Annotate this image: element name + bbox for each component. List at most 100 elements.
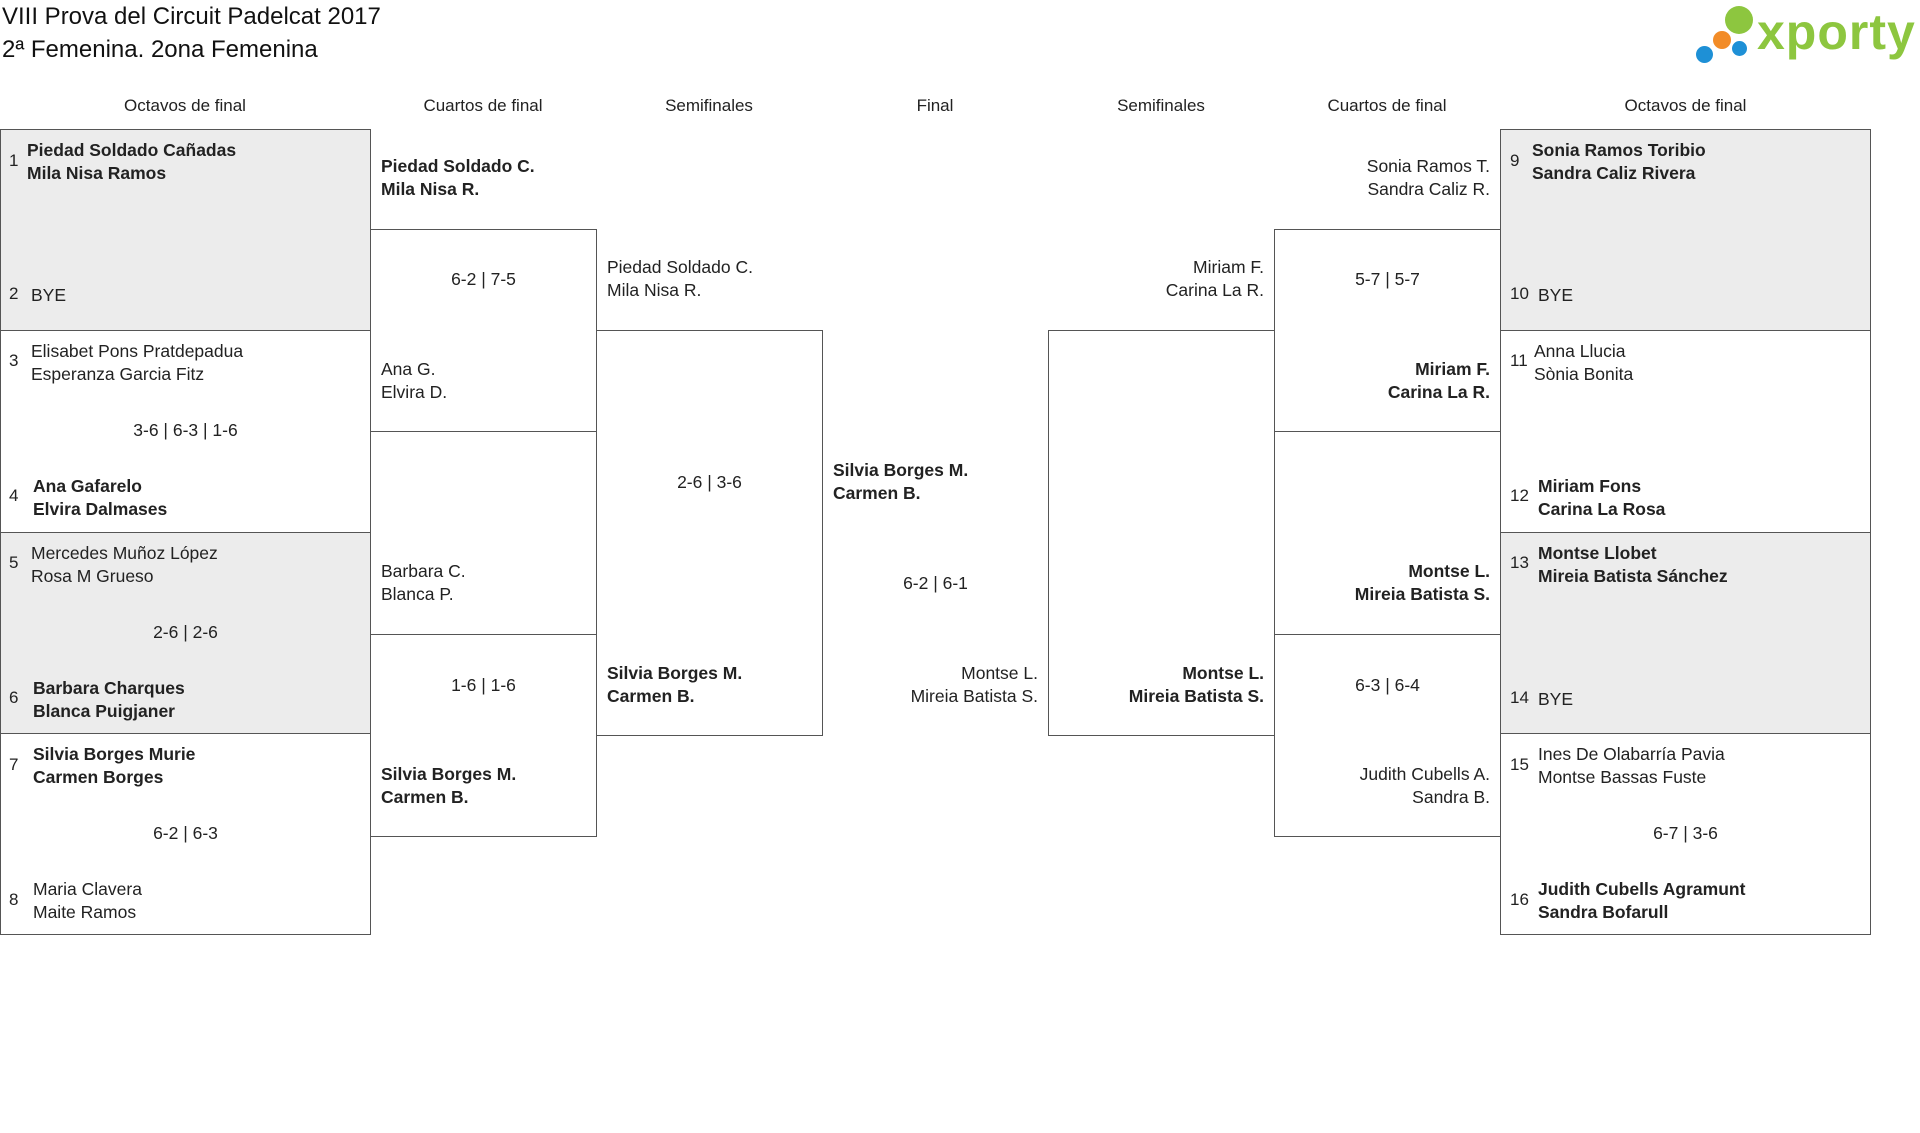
logo-dot-blue-2 bbox=[1732, 41, 1747, 56]
player-name: Piedad Soldado Cañadas bbox=[27, 140, 237, 160]
player-name: Sandra Caliz Rivera bbox=[1532, 163, 1696, 183]
match-score: 6-2 | 6-3 bbox=[153, 823, 218, 843]
match-score: 1-6 | 1-6 bbox=[451, 675, 516, 695]
match-score: 5-7 | 5-7 bbox=[1355, 269, 1420, 289]
seed-number: 9 bbox=[1510, 151, 1520, 170]
player-name: Montse Bassas Fuste bbox=[1538, 767, 1707, 787]
seed-number: 5 bbox=[9, 553, 19, 572]
bye-label: BYE bbox=[1538, 689, 1574, 709]
match-score: 6-2 | 6-1 bbox=[903, 573, 968, 593]
seed-number: 6 bbox=[9, 688, 19, 707]
player-name: Maria Clavera bbox=[33, 879, 142, 899]
match-score: 3-6 | 6-3 | 1-6 bbox=[133, 420, 238, 440]
player-name: Silvia Borges Murie bbox=[33, 744, 196, 764]
match-box-sf-r bbox=[1048, 330, 1275, 736]
player-name: Montse Llobet bbox=[1538, 543, 1657, 563]
bye-label: BYE bbox=[1538, 285, 1574, 305]
seed-number: 11 bbox=[1510, 351, 1528, 370]
match-score: 2-6 | 2-6 bbox=[153, 622, 218, 642]
seed-number: 10 bbox=[1510, 284, 1529, 303]
player-name: Rosa M Grueso bbox=[31, 566, 154, 586]
bye-label: BYE bbox=[31, 285, 67, 305]
player-name: Judith Cubells Agramunt bbox=[1538, 879, 1746, 899]
player-name: Piedad Soldado C. bbox=[607, 257, 753, 277]
match-score: 6-7 | 3-6 bbox=[1653, 823, 1718, 843]
seed-number: 15 bbox=[1510, 755, 1529, 774]
seed-number: 13 bbox=[1510, 553, 1529, 572]
player-name: Montse L. bbox=[961, 663, 1038, 683]
player-name: Sònia Bonita bbox=[1534, 364, 1634, 384]
col-final: Final bbox=[916, 96, 954, 115]
match-box-r16-r4 bbox=[1500, 733, 1871, 935]
player-name: Carmen B. bbox=[833, 483, 921, 503]
player-name: Carmen Borges bbox=[33, 767, 164, 787]
player-name: Ana Gafarelo bbox=[33, 476, 142, 496]
player-name: Maite Ramos bbox=[33, 902, 137, 922]
seed-number: 4 bbox=[9, 486, 19, 505]
seed-number: 7 bbox=[9, 755, 19, 774]
player-name: Miriam F. bbox=[1193, 257, 1264, 277]
page-title: VIII Prova del Circuit Padelcat 2017 bbox=[2, 3, 381, 30]
player-name: Miriam F. bbox=[1415, 359, 1490, 379]
logo-dot-orange bbox=[1713, 31, 1731, 49]
player-name: Mila Nisa Ramos bbox=[27, 163, 167, 183]
seed-number: 2 bbox=[9, 284, 19, 303]
player-name: Judith Cubells A. bbox=[1359, 764, 1490, 784]
player-name: Miriam Fons bbox=[1538, 476, 1642, 496]
match-box-r16-l3 bbox=[0, 532, 371, 734]
player-name: Carina La R. bbox=[1387, 382, 1490, 402]
match-box-sf-l bbox=[596, 330, 823, 736]
player-name: Mercedes Muñoz López bbox=[31, 543, 218, 563]
player-name: Esperanza Garcia Fitz bbox=[31, 364, 205, 384]
player-name: Blanca P. bbox=[381, 584, 454, 604]
player-name: Ines De Olabarría Pavia bbox=[1538, 744, 1725, 764]
logo-dot-green bbox=[1725, 6, 1753, 34]
player-name: Sonia Ramos Toribio bbox=[1532, 140, 1706, 160]
player-name: Mireia Batista S. bbox=[1128, 686, 1264, 706]
player-name: Silvia Borges M. bbox=[381, 764, 517, 784]
col-right-sf: Semifinales bbox=[1117, 96, 1205, 115]
col-left-sf: Semifinales bbox=[665, 96, 753, 115]
player-name: Montse L. bbox=[1182, 663, 1264, 683]
player-name: Sandra Caliz R. bbox=[1367, 179, 1490, 199]
seed-number: 8 bbox=[9, 890, 19, 909]
player-name: Mireia Batista S. bbox=[1354, 584, 1490, 604]
player-name: Barbara Charques bbox=[33, 678, 185, 698]
player-name: Mila Nisa R. bbox=[607, 280, 702, 300]
page-subtitle: 2ª Femenina. 2ona Femenina bbox=[2, 36, 318, 63]
seed-number: 14 bbox=[1510, 688, 1529, 707]
player-name: Montse L. bbox=[1408, 561, 1490, 581]
seed-number: 1 bbox=[9, 151, 19, 170]
match-box-r16-l1 bbox=[0, 129, 371, 331]
player-name: Mireia Batista S. bbox=[910, 686, 1038, 706]
player-name: Carmen B. bbox=[381, 787, 469, 807]
player-name: Carmen B. bbox=[607, 686, 695, 706]
player-name: Mireia Batista Sánchez bbox=[1538, 566, 1728, 586]
match-box-r16-r1 bbox=[1500, 129, 1871, 331]
player-name: Silvia Borges M. bbox=[607, 663, 743, 683]
player-name: Barbara C. bbox=[381, 561, 466, 581]
xporty-logo: xporty bbox=[1695, 4, 1920, 69]
col-right-r16: Octavos de final bbox=[1624, 96, 1747, 115]
player-name: Silvia Borges M. bbox=[833, 460, 969, 480]
col-left-qf: Cuartos de final bbox=[423, 96, 543, 115]
match-score: 6-3 | 6-4 bbox=[1355, 675, 1420, 695]
player-name: Mila Nisa R. bbox=[381, 179, 480, 199]
player-name: Carina La Rosa bbox=[1538, 499, 1666, 519]
player-name: Sandra B. bbox=[1412, 787, 1490, 807]
seed-number: 12 bbox=[1510, 486, 1529, 505]
player-name: Anna Llucia bbox=[1534, 341, 1626, 361]
player-name: Ana G. bbox=[381, 359, 436, 379]
player-name: Elvira D. bbox=[381, 382, 448, 402]
seed-number: 3 bbox=[9, 351, 19, 370]
col-right-qf: Cuartos de final bbox=[1327, 96, 1447, 115]
logo-dot-blue bbox=[1696, 46, 1713, 63]
player-name: Sandra Bofarull bbox=[1538, 902, 1669, 922]
match-score: 2-6 | 3-6 bbox=[677, 472, 742, 492]
logo-text: xporty bbox=[1757, 4, 1916, 60]
col-left-r16: Octavos de final bbox=[124, 96, 246, 115]
player-name: Blanca Puigjaner bbox=[33, 701, 175, 721]
player-name: Carina La R. bbox=[1165, 280, 1264, 300]
seed-number: 16 bbox=[1510, 890, 1529, 909]
player-name: Piedad Soldado C. bbox=[381, 156, 535, 176]
